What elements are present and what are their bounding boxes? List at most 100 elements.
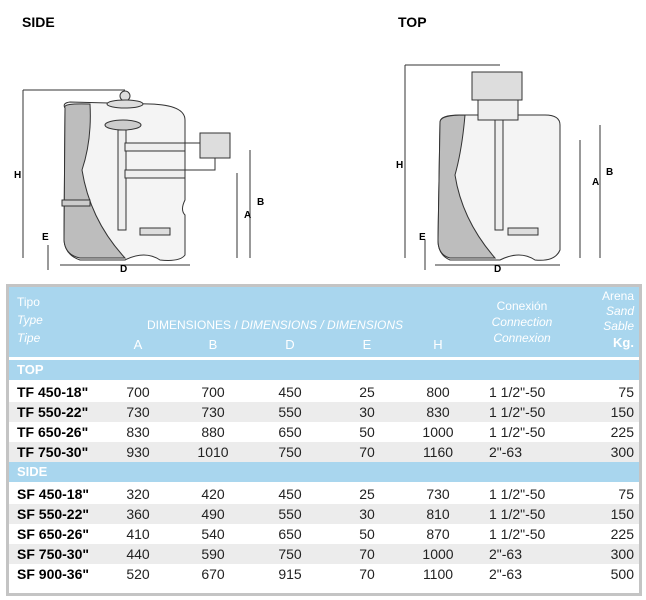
dim-d-cell: 450 — [278, 486, 302, 502]
model-name: TF 550-22" — [17, 404, 89, 420]
dim-a-cell: 360 — [126, 506, 150, 522]
section-header-top: TOP — [9, 360, 639, 380]
hdr-dimensions: DIMENSIONES / DIMENSIONS / DIMENSIONS — [147, 317, 403, 332]
dim-d-cell: 915 — [278, 566, 302, 582]
hdr-connection: Connection — [491, 315, 553, 329]
hdr-dimensions-italic: DIMENSIONS / DIMENSIONS — [241, 318, 404, 332]
hdr-connexion: Connexion — [493, 331, 551, 345]
model-name: SF 450-18" — [17, 486, 90, 502]
connection-cell: 2"-63 — [489, 566, 522, 582]
model-name: SF 900-36" — [17, 566, 90, 582]
sand-kg-cell: 150 — [610, 506, 634, 522]
connection-cell: 1 1/2"-50 — [489, 424, 546, 440]
top-dim-a-label: A — [592, 177, 599, 188]
section-header-side: SIDE — [9, 462, 639, 482]
dim-d-cell: 550 — [278, 404, 302, 420]
connection-cell: 1 1/2"-50 — [489, 404, 546, 420]
dim-e-label: E — [42, 232, 49, 243]
dim-a-cell: 830 — [126, 424, 150, 440]
connection-cell: 1 1/2"-50 — [489, 506, 546, 522]
sand-kg-cell: 75 — [618, 384, 634, 400]
hdr-tipo: Tipo — [17, 295, 40, 309]
dim-h-cell: 1000 — [422, 546, 454, 562]
dim-a-cell: 700 — [126, 384, 150, 400]
hdr-tipe: Tipe — [17, 331, 41, 345]
hdr-sand: Sand — [605, 304, 634, 318]
dim-a-cell: 520 — [126, 566, 150, 582]
dim-d-cell: 550 — [278, 506, 302, 522]
model-name: SF 750-30" — [17, 546, 90, 562]
dim-b-cell: 700 — [201, 384, 225, 400]
dim-h-cell: 800 — [426, 384, 450, 400]
dim-h-cell: 1160 — [422, 444, 454, 460]
table-header: Tipo Type Tipe DIMENSIONES / DIMENSIONS … — [9, 287, 639, 357]
dim-b-cell: 490 — [201, 506, 225, 522]
dim-b-cell: 880 — [201, 424, 225, 440]
hdr-type: Type — [17, 313, 43, 327]
hdr-sable: Sable — [603, 319, 634, 333]
top-view-label: TOP — [398, 14, 427, 30]
model-name: SF 650-26" — [17, 526, 90, 542]
dim-d-cell: 450 — [278, 384, 302, 400]
table-row: TF 750-30" 930 1010 750 70 1160 2"-63 300 — [9, 442, 639, 462]
top-view-drawing: H A B D E — [396, 64, 613, 275]
dim-b-cell: 730 — [201, 404, 225, 420]
dim-b-cell: 590 — [201, 546, 225, 562]
dim-a-cell: 440 — [126, 546, 150, 562]
sand-kg-cell: 75 — [618, 486, 634, 502]
dim-d-cell: 750 — [278, 546, 302, 562]
dim-d-label: D — [120, 264, 127, 275]
dim-h-cell: 1000 — [422, 424, 454, 440]
model-name: SF 550-22" — [17, 506, 90, 522]
dim-e-cell: 25 — [359, 486, 375, 502]
hdr-col-d: D — [285, 337, 295, 352]
dim-a-cell: 410 — [126, 526, 150, 542]
sand-kg-cell: 225 — [610, 424, 634, 440]
dim-d-cell: 650 — [278, 424, 302, 440]
sand-kg-cell: 300 — [610, 444, 634, 460]
dim-d-cell: 750 — [278, 444, 302, 460]
dim-b-label: B — [257, 197, 264, 208]
hdr-kg: Kg. — [613, 335, 634, 350]
dim-e-cell: 25 — [359, 384, 375, 400]
connection-cell: 2"-63 — [489, 444, 522, 460]
dim-e-cell: 70 — [359, 546, 375, 562]
side-view-label: SIDE — [22, 14, 55, 30]
dim-a-label: A — [244, 210, 251, 221]
dim-b-cell: 420 — [201, 486, 225, 502]
sand-kg-cell: 500 — [610, 566, 634, 582]
connection-cell: 2"-63 — [489, 546, 522, 562]
model-name: TF 650-26" — [17, 424, 89, 440]
table-row: SF 750-30" 440 590 750 70 1000 2"-63 300 — [9, 544, 639, 564]
dim-e-cell: 50 — [359, 526, 375, 542]
top-dim-e-label: E — [419, 232, 426, 243]
dim-b-cell: 540 — [201, 526, 225, 542]
dim-h-cell: 810 — [426, 506, 450, 522]
dim-h-cell: 1100 — [422, 566, 454, 582]
model-name: TF 750-30" — [17, 444, 89, 460]
dim-a-cell: 730 — [126, 404, 150, 420]
side-view-drawing: H A B D E — [14, 89, 264, 275]
top-dim-h-label: H — [396, 160, 403, 171]
dim-e-cell: 50 — [359, 424, 375, 440]
hdr-col-h: H — [433, 337, 443, 352]
hdr-arena: Arena — [601, 289, 634, 303]
connection-cell: 1 1/2"-50 — [489, 486, 546, 502]
hdr-conexion: Conexión — [496, 299, 548, 313]
sand-kg-cell: 300 — [610, 546, 634, 562]
dim-b-cell: 1010 — [197, 444, 229, 460]
top-dim-d-label: D — [494, 264, 501, 275]
connection-cell: 1 1/2"-50 — [489, 384, 546, 400]
sand-kg-cell: 225 — [610, 526, 634, 542]
hdr-col-e: E — [362, 337, 372, 352]
dim-e-cell: 70 — [359, 444, 375, 460]
dim-a-cell: 930 — [126, 444, 150, 460]
dim-h-cell: 730 — [426, 486, 450, 502]
dim-e-cell: 70 — [359, 566, 375, 582]
hdr-dimensions-plain: DIMENSIONES / — [147, 318, 242, 332]
dim-e-cell: 30 — [359, 506, 375, 522]
